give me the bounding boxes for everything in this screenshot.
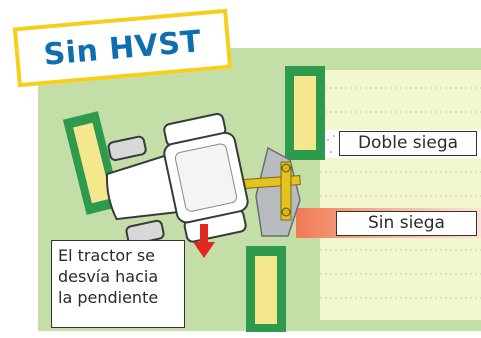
label-tractor-drift: El tractor se desvía hacia la pendiente [51,240,185,328]
side-mower-bottom [246,246,286,332]
field-stripes [320,87,481,299]
drift-arrow [193,224,215,258]
drift-line-1: El tractor se [58,246,155,265]
side-mower-top [285,66,325,160]
field-mowed-area [320,70,481,320]
drift-line-3: la pendiente [58,288,159,307]
tractor [105,112,249,246]
mower-linkage [229,146,301,237]
label-no-mow: Sin siega [336,211,477,236]
page-title: Sin HVST [42,23,203,73]
drift-line-2: desvía hacia [58,267,159,286]
label-double-mow: Doble siega [339,131,477,156]
